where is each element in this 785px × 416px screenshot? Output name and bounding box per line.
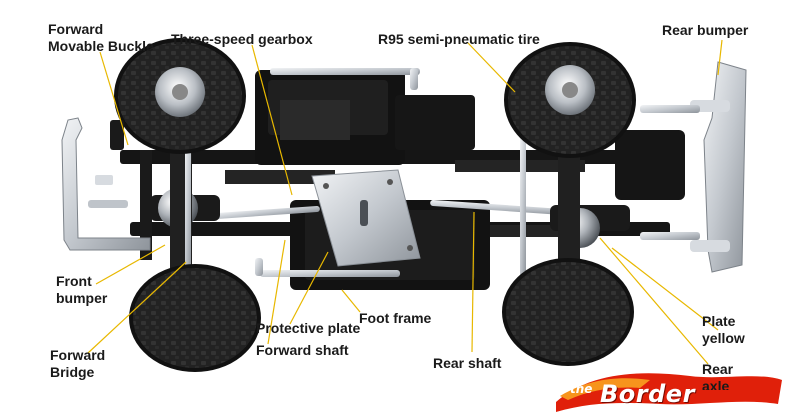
label-front-bumper-line1: Front [56, 273, 92, 289]
label-rear-bumper: Rear bumper [662, 22, 749, 38]
label-front-bumper-line2: bumper [56, 290, 108, 306]
label-foot-frame: Foot frame [359, 310, 432, 326]
label-forward-bridge-line2: Bridge [50, 364, 95, 380]
tire-rear-bottom [502, 258, 634, 366]
label-r95-tire: R95 semi-pneumatic tire [378, 31, 540, 47]
front-bumper-part [61, 117, 151, 251]
label-forward-bridge-line1: Forward [50, 347, 106, 363]
label-rear-axle-line1: Rear [702, 361, 734, 377]
rear-bumper-part [640, 61, 747, 273]
label-plate-yellow-line2: yellow [702, 330, 745, 346]
tire-front-bottom [129, 264, 261, 372]
label-rear-axle-line2: axle [702, 378, 730, 390]
protective-plate [311, 169, 421, 267]
gearbox-block [255, 70, 475, 165]
label-front-bumper: Front bumper [56, 273, 107, 307]
front-axle [150, 140, 220, 280]
tire-front-top [114, 38, 246, 154]
label-forward-movable-buckle-line1: Forward [48, 21, 104, 37]
the-border-logo: the Border [548, 376, 780, 414]
drive-shafts [140, 150, 580, 260]
label-plate-yellow-line1: Plate [702, 313, 736, 329]
logo-swoosh [556, 373, 782, 412]
label-rear-shaft: Rear shaft [433, 355, 502, 371]
label-protective-plate: Protective plate [256, 320, 361, 336]
logo-name: Border [600, 380, 695, 408]
label-forward-bridge: Forward Bridge [50, 347, 105, 381]
foot-frame-tubes [255, 68, 420, 277]
label-plate-yellow: Plate yellow [702, 313, 745, 347]
tire-rear-top [504, 42, 636, 158]
label-forward-movable-buckle: Forward Movable Buckle [48, 21, 154, 55]
label-three-speed-gearbox: Three-speed gearbox [171, 31, 313, 47]
leader-lines [87, 39, 723, 365]
rear-axle-group [520, 130, 685, 280]
logo-prefix: the [570, 382, 593, 396]
label-forward-movable-buckle-line2: Movable Buckle [48, 38, 154, 54]
label-rear-axle: Rear axle [702, 361, 733, 390]
label-forward-shaft: Forward shaft [256, 342, 349, 358]
